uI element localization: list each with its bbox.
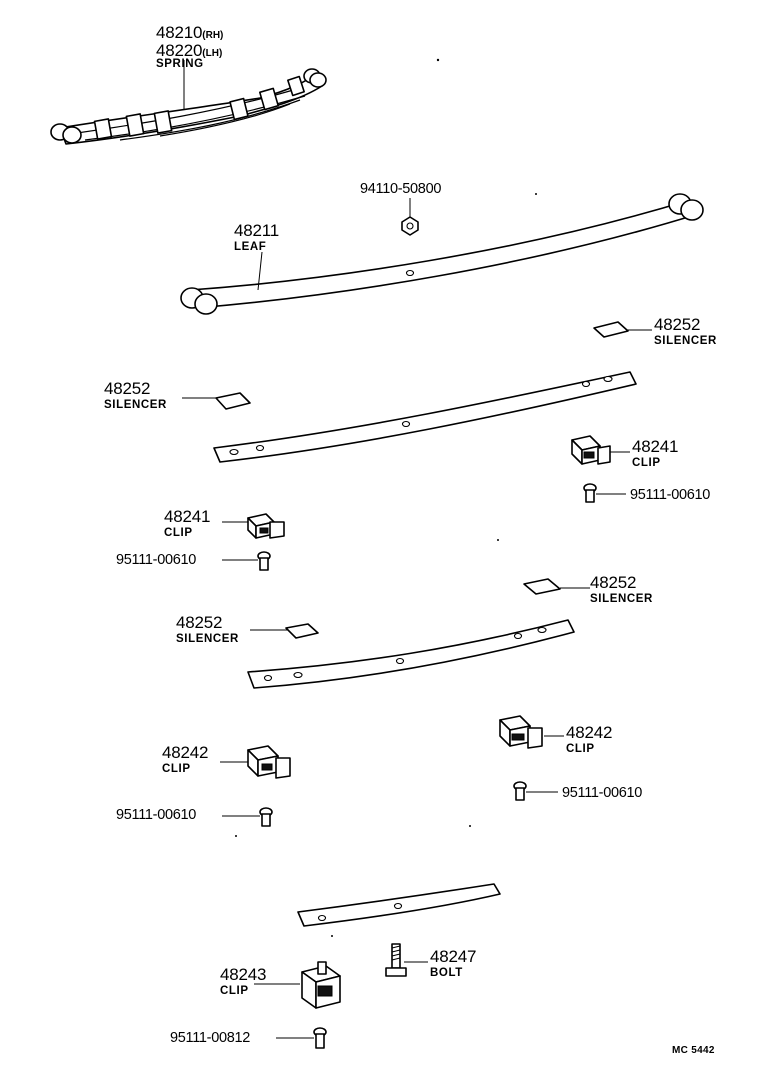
clip-1-label: 48241 CLIP xyxy=(632,438,678,470)
spring-side-lh: (LH) xyxy=(202,48,223,59)
clip-3-label: 48242 CLIP xyxy=(566,724,612,756)
spring-part-number-rh: 48210 xyxy=(156,23,203,42)
rivet-2-illustration xyxy=(222,551,271,571)
silencer-2-part-number: 48252 xyxy=(104,379,151,398)
silencer-1-part-name: SILENCER xyxy=(654,335,717,347)
rivet-5-part-code: 95111-00812 xyxy=(170,1030,251,1046)
bolt-part-name: BOLT xyxy=(430,967,463,979)
spring-assembly-label: 48210(RH) 48220(LH) SPRING xyxy=(156,24,223,71)
leaf-2-illustration xyxy=(213,371,637,463)
spring-part-number-lh: 48220 xyxy=(156,41,203,60)
clip-4-label: 48242 CLIP xyxy=(162,744,208,776)
silencer-3-part-name: SILENCER xyxy=(590,593,653,605)
rivet-3-part-code: 95111-00610 xyxy=(562,785,643,801)
clip-5-part-name: CLIP xyxy=(220,985,249,997)
silencer-1-label: 48252 SILENCER xyxy=(654,316,717,348)
silencer-4-label: 48252 SILENCER xyxy=(176,614,239,646)
main-leaf-part-name: LEAF xyxy=(234,241,267,253)
clip-3-part-name: CLIP xyxy=(566,743,595,755)
main-leaf-part-number: 48211 xyxy=(234,221,280,240)
clip-5-part-number: 48243 xyxy=(220,965,267,984)
leaf-3-illustration xyxy=(247,619,575,689)
silencer-3-label: 48252 SILENCER xyxy=(590,574,653,606)
rivet-1-part-code: 95111-00610 xyxy=(630,487,711,503)
rivet-2-part-code: 95111-00610 xyxy=(116,552,197,568)
bolt-part-number: 48247 xyxy=(430,947,477,966)
silencer-4-part-name: SILENCER xyxy=(176,633,239,645)
clip-5-illustration xyxy=(254,961,341,1009)
spring-side-rh: (RH) xyxy=(202,30,224,41)
bolt-label: 48247 BOLT xyxy=(430,948,476,980)
nut-part-code: 94110-50800 xyxy=(360,181,442,197)
rivet-1-illustration xyxy=(583,483,626,503)
clip-2-part-name: CLIP xyxy=(164,527,193,539)
silencer-4-part-number: 48252 xyxy=(176,613,223,632)
rivet-3-illustration xyxy=(513,781,558,801)
main-leaf-label: 48211 LEAF xyxy=(234,222,279,254)
clip-1-part-number: 48241 xyxy=(632,437,679,456)
print-specks xyxy=(235,58,537,937)
clip-3-part-number: 48242 xyxy=(566,723,613,742)
clip-4-part-name: CLIP xyxy=(162,763,191,775)
spring-part-name: SPRING xyxy=(156,58,204,70)
main-leaf-illustration xyxy=(180,193,704,315)
clip-3-illustration xyxy=(499,715,564,749)
silencer-1-part-number: 48252 xyxy=(654,315,701,334)
illustration-reference-code: MC 5442 xyxy=(672,1045,715,1056)
bolt-illustration xyxy=(385,943,428,977)
clip-4-part-number: 48242 xyxy=(162,743,209,762)
rivet-5-illustration xyxy=(276,1027,327,1049)
clip-4-illustration xyxy=(220,745,291,779)
clip-1-part-name: CLIP xyxy=(632,457,661,469)
silencer-3-illustration xyxy=(523,578,590,595)
rivet-4-part-code: 95111-00610 xyxy=(116,807,197,823)
spring-assembly-illustration xyxy=(50,60,327,145)
clip-2-label: 48241 CLIP xyxy=(164,508,210,540)
nut-illustration xyxy=(401,198,419,236)
clip-2-illustration xyxy=(222,513,285,539)
leaf-4-illustration xyxy=(297,883,501,927)
clip-1-illustration xyxy=(571,435,630,465)
silencer-2-label: 48252 SILENCER xyxy=(104,380,167,412)
clip-5-label: 48243 CLIP xyxy=(220,966,266,998)
silencer-1-illustration xyxy=(593,321,652,338)
silencer-3-part-number: 48252 xyxy=(590,573,637,592)
silencer-4-illustration xyxy=(250,623,319,639)
rivet-4-illustration xyxy=(222,807,273,827)
silencer-2-illustration xyxy=(182,392,251,410)
silencer-2-part-name: SILENCER xyxy=(104,399,167,411)
clip-2-part-number: 48241 xyxy=(164,507,211,526)
